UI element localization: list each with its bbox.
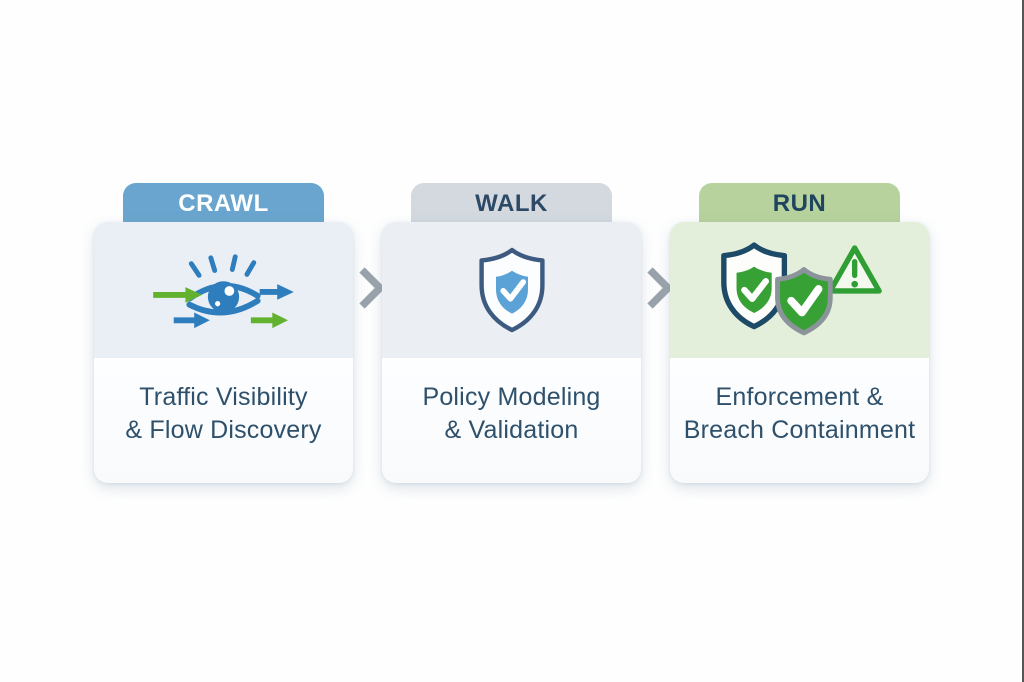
stage-label-run: RUN <box>772 190 827 217</box>
stage-panel-run: Enforcement & Breach Containment <box>670 222 929 483</box>
chevron-right-icon <box>356 265 386 311</box>
crawl-caption-line2: & Flow Discovery <box>125 416 322 444</box>
run-caption-line2: Breach Containment <box>683 416 916 444</box>
double-shield-check-alert-icon <box>720 242 882 336</box>
crawl-icon-area <box>94 222 353 358</box>
crawl-caption-line1: Traffic Visibility <box>139 383 308 411</box>
walk-icon-area <box>382 222 641 358</box>
eye-traffic-flow-icon <box>153 253 294 328</box>
run-icon-area <box>670 222 929 358</box>
walk-caption-line1: Policy Modeling <box>422 383 601 411</box>
crawl-caption: Traffic Visibility & Flow Discovery <box>94 358 353 483</box>
stage-panel-crawl: Traffic Visibility & Flow Discovery <box>94 222 353 483</box>
run-caption-line1: Enforcement & <box>715 383 884 411</box>
stage-panel-walk: Policy Modeling & Validation <box>382 222 641 483</box>
stage-card-run: RUN Enforcement & <box>670 183 929 483</box>
stage-card-walk: WALK Policy Modeling & Validation <box>382 183 641 483</box>
screenshot-right-border <box>1022 0 1024 682</box>
chevron-right-icon <box>644 265 674 311</box>
stage-card-crawl: CRAWL <box>94 183 353 483</box>
walk-caption: Policy Modeling & Validation <box>382 358 641 483</box>
run-caption: Enforcement & Breach Containment <box>670 358 929 483</box>
shield-check-icon <box>478 247 545 333</box>
stage-label-walk: WALK <box>475 190 548 217</box>
stage-label-crawl: CRAWL <box>178 190 269 217</box>
walk-caption-line2: & Validation <box>444 416 579 444</box>
